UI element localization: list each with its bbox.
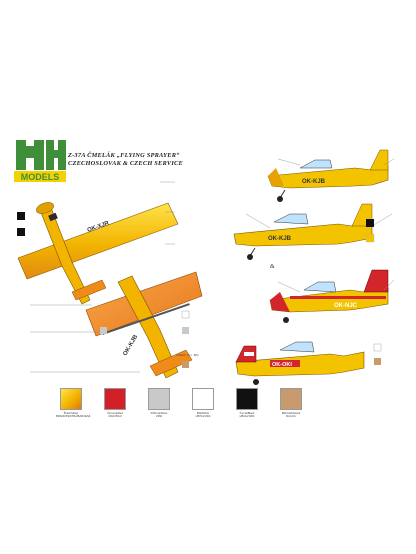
title-line-2: CZECHOSLOVAK & CZECH SERVICE	[68, 160, 183, 167]
title-line-1: Z-37A ČMELÁK „FLYING SPRAYER“	[68, 152, 180, 159]
color-key-black	[17, 212, 25, 220]
color-key-black-3	[366, 219, 374, 227]
side-profile-3: OK-NJC	[269, 269, 389, 323]
callout-lines	[30, 158, 395, 373]
color-key-black-2	[17, 228, 25, 236]
side-profile-2: OK-KJB	[233, 203, 373, 260]
color-key-natural-2	[374, 358, 381, 365]
side-profile-4: OK-OKI	[235, 341, 365, 385]
sheet-title: Z-37A ČMELÁK „FLYING SPRAYER“ CZECHOSLOV…	[68, 152, 208, 168]
side-2-registration: OK-KJB	[268, 236, 292, 242]
note-green: GREEN (O.L. BD)	[176, 353, 199, 357]
color-key-silver-2	[182, 327, 189, 334]
mh-models-logo: MODELS	[14, 138, 66, 184]
color-key-silver	[100, 327, 107, 334]
under-view-registration: OK-KJB	[123, 334, 140, 357]
side-3-registration: OK-NJC	[334, 303, 358, 309]
color-key-white	[181, 310, 190, 319]
color-key-white-2	[373, 343, 382, 352]
side-4-registration: OK-OKI	[272, 362, 292, 368]
logo-text: MODELS	[21, 172, 60, 182]
side-profile-1: OK-KJB	[267, 149, 389, 202]
under-view-aircraft: OK-KJB	[85, 271, 203, 379]
color-key-yellow	[365, 233, 375, 243]
ampersand-mark: &	[270, 264, 275, 270]
color-key-natural	[182, 361, 189, 368]
side-1-registration: OK-KJB	[302, 179, 326, 185]
